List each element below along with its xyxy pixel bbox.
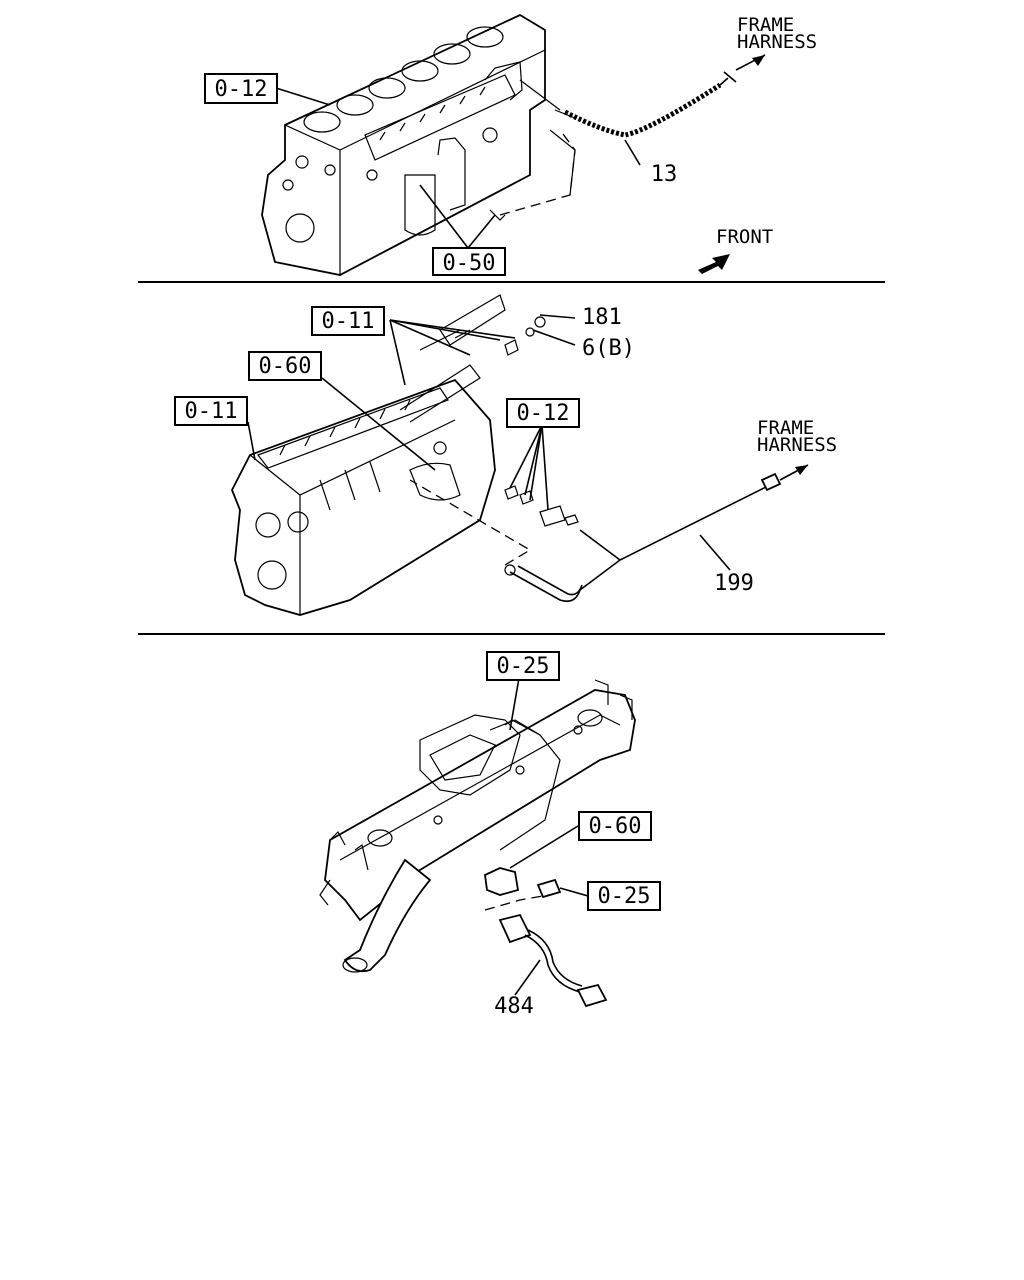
callout-0-11-left-label: 0-11	[185, 399, 238, 424]
callout-0-60: 0-60	[578, 811, 652, 841]
callout-0-50: 0-50	[432, 247, 506, 276]
callout-0-25-top: 0-25	[486, 651, 560, 681]
callout-0-60-label: 0-60	[589, 814, 642, 839]
sensor-0-60	[484, 867, 520, 896]
panel-3: 0-25 0-60 0-25 484	[319, 651, 661, 1019]
harness-label: HARNESS	[757, 434, 837, 456]
frame-label: FRAME	[737, 14, 794, 36]
callout-0-11-top: 0-11	[311, 306, 385, 336]
frame-label: FRAME	[757, 417, 814, 439]
panel-1: 0-12 0-50 13 FRAME HARNESS FRONT	[204, 13, 817, 276]
callout-0-50-label: 0-50	[443, 251, 496, 276]
part-13-label: 13	[651, 162, 678, 187]
front-arrow-icon	[698, 254, 730, 274]
engine-block-top	[261, 13, 576, 276]
callout-0-12-label: 0-12	[517, 401, 570, 426]
callout-0-11-top-label: 0-11	[322, 309, 375, 334]
callout-0-60-label: 0-60	[259, 354, 312, 379]
callout-0-12: 0-12	[506, 398, 580, 428]
callout-0-12-label: 0-12	[215, 77, 268, 102]
part-199-label: 199	[714, 571, 754, 596]
frame-harness-13	[563, 82, 722, 138]
intake-manifold	[319, 679, 636, 973]
callout-0-12: 0-12	[204, 73, 278, 104]
pigtail-484	[524, 934, 581, 993]
part-6b-label: 6(B)	[582, 336, 635, 361]
part-181-label: 181	[582, 305, 622, 330]
bolt-0-25	[536, 878, 562, 899]
callout-0-25-top-label: 0-25	[497, 654, 550, 679]
callout-0-25-right-label: 0-25	[598, 884, 651, 909]
callout-0-60: 0-60	[248, 351, 322, 381]
harness-label: HARNESS	[737, 31, 817, 53]
callout-0-11-left: 0-11	[174, 396, 248, 426]
front-label: FRONT	[716, 226, 773, 248]
part-484-label: 484	[494, 994, 534, 1019]
engine-block-middle	[231, 294, 506, 616]
panel-2: 0-11 0-60 0-11 0-12 181 6(B) 199 FRAME H…	[174, 294, 837, 616]
callout-0-25-right: 0-25	[587, 881, 661, 911]
